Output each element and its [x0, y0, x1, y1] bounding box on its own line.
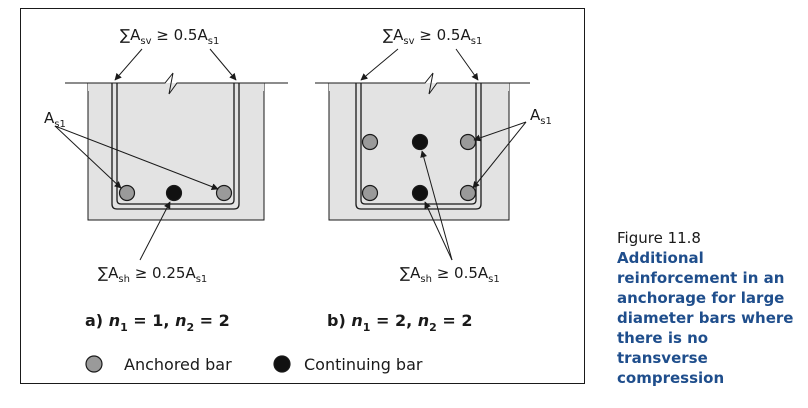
panel-b-concrete-section: [328, 83, 510, 221]
panel-a-stirrup-outer: [111, 83, 240, 210]
panel-b-anchored-bar-top-right: [459, 133, 477, 151]
panel-b: ∑Asv ≥ 0.5As1 As1 ∑Ash ≥ 0.5As1 b) n1 = …: [315, 26, 552, 334]
panel-a-bottom-leader: [139, 201, 171, 261]
panel-a-side-label: As1: [44, 109, 66, 130]
figure-panel: ∑Asv ≥ 0.5As1 As1 ∑Ash ≥ 0.25As1 a) n1 =…: [20, 8, 585, 384]
panel-b-bottom-label: ∑Ash ≥ 0.5As1: [400, 264, 500, 285]
panel-b-side-leader-top: [473, 121, 527, 142]
panel-a-top-label: ∑Asv ≥ 0.5As1: [120, 26, 219, 47]
panel-a-stirrup-inner: [116, 83, 235, 205]
panel-a-case-label: a) n1 = 1, n2 = 2: [85, 311, 230, 334]
panel-b-continuing-bar-top: [411, 133, 429, 151]
panel-b-anchored-bar-bottom-right: [459, 184, 477, 202]
panel-a-break-line: [65, 72, 288, 95]
legend-continuing-label: Continuing bar: [304, 355, 423, 374]
panel-b-bottom-leader-bottom: [424, 201, 453, 261]
panel-a-anchored-bar-right: [215, 184, 233, 202]
panel-a-concrete-section: [87, 83, 265, 221]
reinforcement-diagram: ∑Asv ≥ 0.5As1 As1 ∑Ash ≥ 0.25As1 a) n1 =…: [20, 8, 585, 384]
legend-continuing-swatch: [273, 355, 291, 373]
panel-a-continuing-bar: [165, 184, 183, 202]
panel-b-side-leader-bottom: [472, 121, 527, 189]
panel-a-side-leader-right: [54, 125, 219, 190]
panel-a: ∑Asv ≥ 0.5As1 As1 ∑Ash ≥ 0.25As1 a) n1 =…: [44, 26, 288, 334]
panel-b-anchored-bar-bottom-left: [361, 184, 379, 202]
panel-b-top-leader-left: [360, 48, 399, 81]
legend: Anchored bar Continuing bar: [85, 355, 423, 374]
panel-b-top-leader-right: [455, 48, 479, 81]
panel-a-top-leader-right: [209, 48, 237, 81]
legend-anchored-swatch: [85, 355, 103, 373]
figure-number: Figure 11.8: [617, 229, 701, 247]
panel-a-side-leader-left: [54, 125, 122, 189]
figure-title: Additional reinforcement in an anchorage…: [617, 249, 794, 387]
panel-b-bottom-leader-top: [420, 150, 453, 261]
panel-b-case-label: b) n1 = 2, n2 = 2: [327, 311, 472, 334]
figure-caption: Figure 11.8 Additional reinforcement in …: [617, 228, 803, 388]
panel-b-side-label: As1: [530, 106, 552, 127]
panel-b-break-line: [315, 72, 530, 95]
panel-b-stirrup-outer: [355, 83, 482, 210]
panel-a-anchored-bar-left: [118, 184, 136, 202]
panel-b-anchored-bar-top-left: [361, 133, 379, 151]
panel-a-bottom-label: ∑Ash ≥ 0.25As1: [98, 264, 207, 285]
panel-a-top-leader-left: [114, 48, 143, 81]
panel-b-top-label: ∑Asv ≥ 0.5As1: [383, 26, 482, 47]
panel-b-stirrup-inner: [360, 83, 477, 205]
legend-anchored-label: Anchored bar: [124, 355, 232, 374]
panel-b-continuing-bar-bottom: [411, 184, 429, 202]
